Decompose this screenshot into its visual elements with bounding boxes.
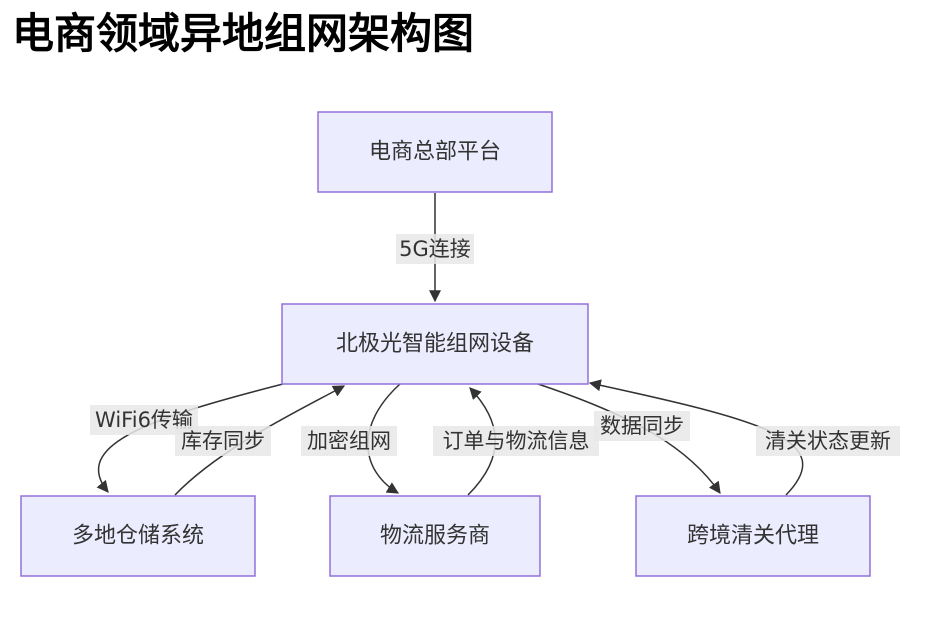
svg-text:订单与物流信息: 订单与物流信息 bbox=[443, 429, 590, 453]
node-device: 北极光智能组网设备 bbox=[281, 303, 589, 385]
node-warehouse: 多地仓储系统 bbox=[20, 495, 256, 577]
svg-text:加密组网: 加密组网 bbox=[307, 429, 391, 453]
edge-label-5g: 5G连接 bbox=[396, 234, 474, 264]
node-customs: 跨境清关代理 bbox=[635, 495, 871, 577]
edge-label-inventory-sync: 库存同步 bbox=[175, 426, 271, 456]
node-warehouse-label: 多地仓储系统 bbox=[72, 524, 204, 549]
svg-text:库存同步: 库存同步 bbox=[181, 429, 265, 453]
page-title: 电商领域异地组网架构图 bbox=[12, 9, 475, 58]
node-hq-label: 电商总部平台 bbox=[369, 140, 501, 165]
edge-label-data-sync: 数据同步 bbox=[594, 411, 690, 441]
node-customs-label: 跨境清关代理 bbox=[687, 524, 819, 549]
node-logistics: 物流服务商 bbox=[329, 495, 541, 577]
edge-label-orders: 订单与物流信息 bbox=[433, 426, 599, 456]
edge-label-encrypted: 加密组网 bbox=[301, 426, 397, 456]
svg-text:数据同步: 数据同步 bbox=[600, 414, 684, 438]
edge-label-customs-status: 清关状态更新 bbox=[756, 426, 900, 456]
svg-text:5G连接: 5G连接 bbox=[399, 237, 471, 261]
node-hq: 电商总部平台 bbox=[317, 111, 553, 193]
node-logistics-label: 物流服务商 bbox=[380, 524, 490, 549]
node-device-label: 北极光智能组网设备 bbox=[336, 332, 534, 357]
svg-text:清关状态更新: 清关状态更新 bbox=[765, 429, 891, 453]
